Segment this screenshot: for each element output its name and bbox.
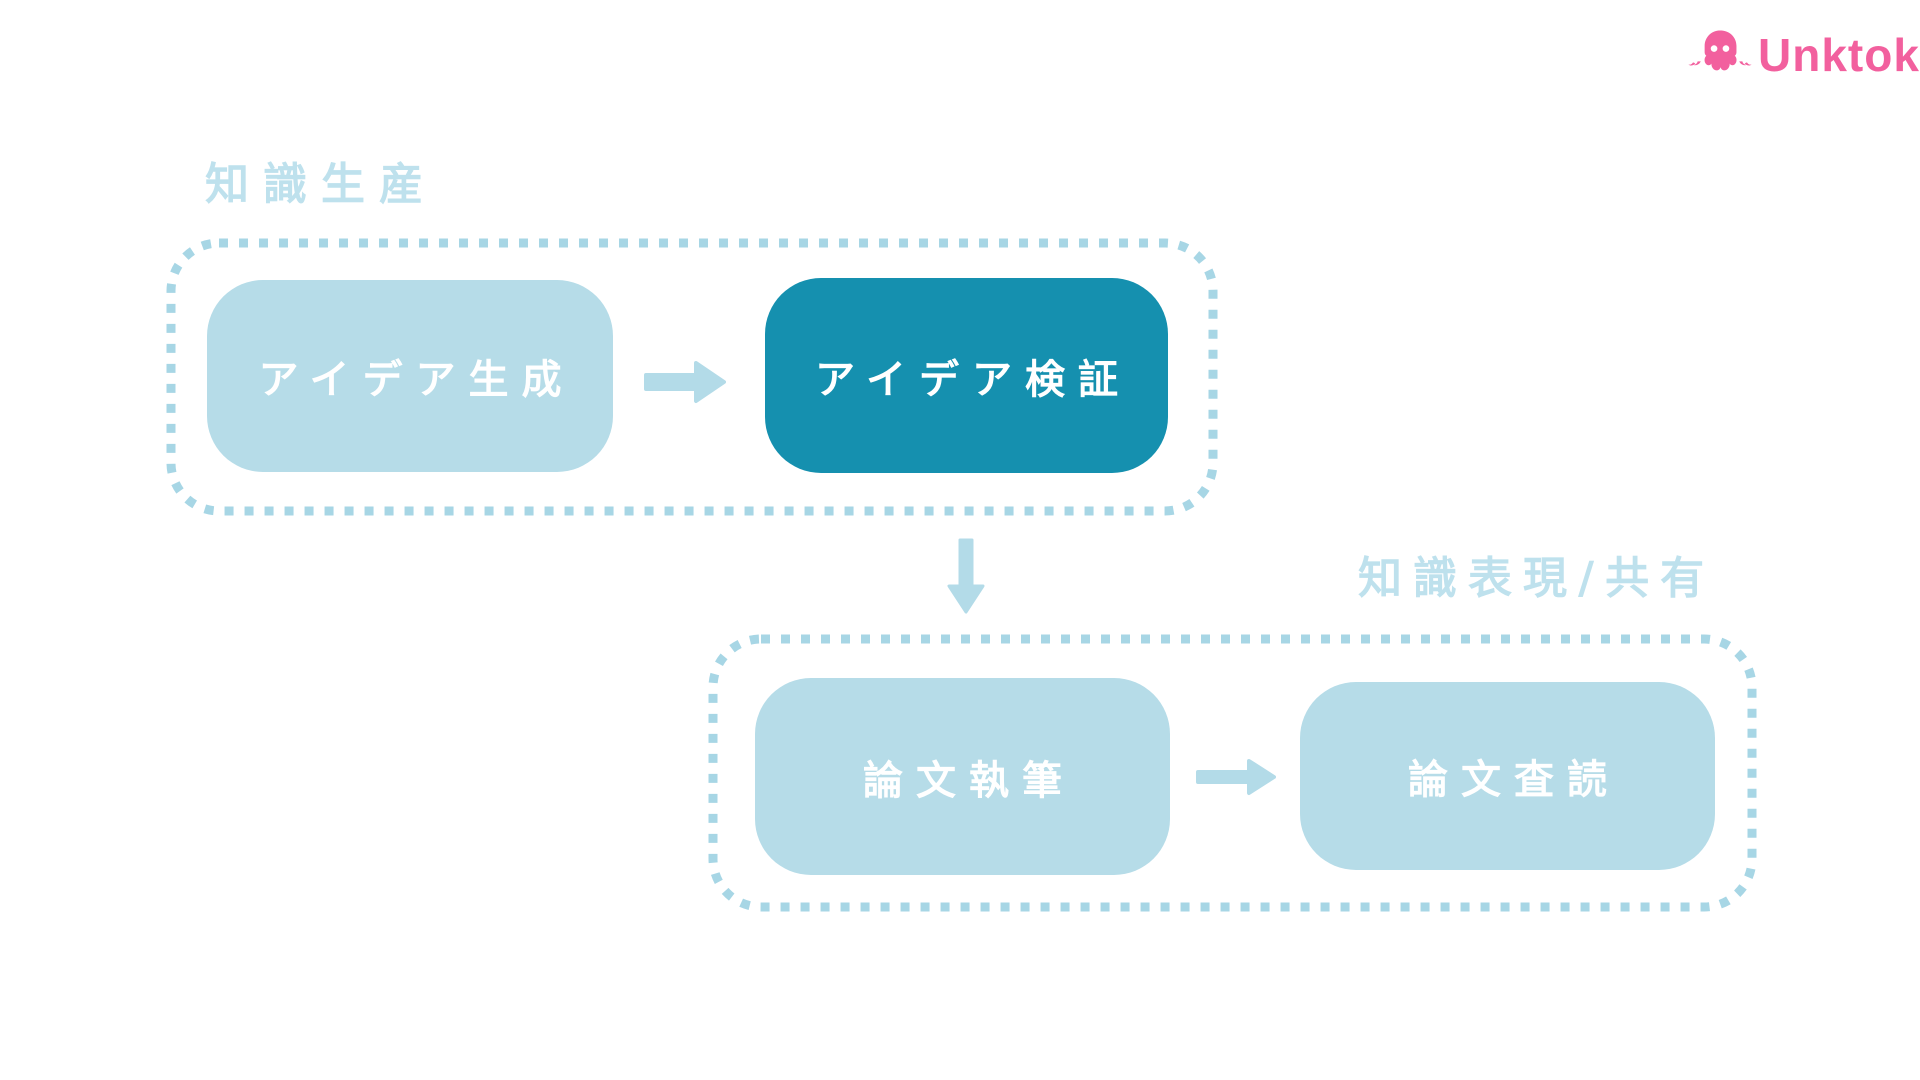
node-idea-validation-label: アイデア検証 xyxy=(815,357,1131,402)
brand-name: Unktok xyxy=(1758,29,1920,81)
group-label-knowledge-production: 知識生産 xyxy=(205,159,437,210)
node-idea-generation: アイデア生成 xyxy=(207,280,613,472)
brand-logo: Unktok xyxy=(1688,26,1920,84)
group-border-knowledge-expression-sharing xyxy=(708,634,1757,912)
arrow-right-icon xyxy=(644,361,726,403)
node-paper-review: 論文査読 xyxy=(1300,682,1715,870)
octopus-icon xyxy=(1688,26,1752,84)
group-label-knowledge-expression-sharing: 知識表現/共有 xyxy=(1358,553,1716,604)
node-paper-review-label: 論文査読 xyxy=(1408,758,1620,802)
arrow-right-icon xyxy=(1196,759,1276,795)
arrow-down-icon xyxy=(947,538,985,614)
node-idea-validation: アイデア検証 xyxy=(765,278,1168,473)
node-paper-writing: 論文執筆 xyxy=(755,678,1170,875)
group-border-knowledge-production xyxy=(166,238,1218,516)
node-paper-writing-label: 論文執筆 xyxy=(863,758,1075,803)
node-idea-generation-label: アイデア生成 xyxy=(258,358,575,402)
